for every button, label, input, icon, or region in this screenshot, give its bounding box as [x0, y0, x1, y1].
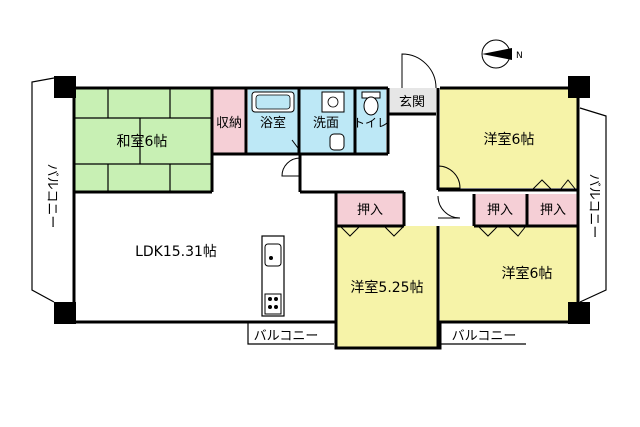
room-labels: 和室6帖 収納 浴室 洗面 トイレ 玄関 洋室6帖 押入 押入 押入 LDK15… [117, 95, 566, 296]
burner-icon [268, 297, 272, 301]
room-label-senmen: 洗面 [313, 116, 339, 131]
door-hall-ldk [281, 157, 301, 177]
bath-door [291, 139, 299, 149]
burner-icon [274, 297, 278, 301]
oshiire-right-1-fill [474, 194, 526, 226]
shuno-fill [212, 88, 246, 154]
room-label-toire: トイレ [353, 116, 389, 130]
bathtub-inner-icon [255, 94, 291, 110]
oshiire-center-fill [336, 194, 404, 226]
outer-wall [72, 86, 580, 350]
sink-icon [329, 133, 345, 151]
closet-door-upper [531, 179, 577, 191]
fixtures [251, 91, 381, 317]
tatami-lines [74, 88, 212, 192]
genkan-fill [388, 88, 436, 114]
door-center-room [437, 195, 461, 219]
column [54, 302, 76, 324]
kitchen-drain-icon [269, 256, 273, 260]
washer-drum-icon [327, 96, 339, 108]
balcony-bottom-center-outline [247, 322, 334, 345]
room-label-yoshitsu-se: 洋室6帖 [502, 265, 553, 282]
column [568, 76, 590, 98]
balcony-labels: バルコニー バルコニー バルコニー バルコニー [44, 164, 601, 344]
balcony-label-bottom-right: バルコニー [452, 329, 517, 344]
walls [72, 86, 580, 350]
yoshitsu-se-fill [440, 226, 578, 322]
burner-icon [274, 305, 278, 309]
room-label-oshiire-right-2: 押入 [540, 203, 566, 218]
yoshitsu-center-fill [336, 226, 438, 348]
doors [281, 53, 577, 237]
oshiire-right-2-fill [528, 194, 578, 226]
stove-icon [264, 293, 282, 315]
room-label-yoshitsu-ne: 洋室6帖 [484, 131, 535, 148]
door-ne-room [437, 165, 461, 189]
balcony-left-outline [31, 77, 55, 303]
room-label-yokushitsu: 浴室 [260, 115, 286, 131]
column [568, 302, 590, 324]
compass: N [481, 39, 523, 69]
washitsu-fill [74, 88, 212, 192]
compass-north-label: N [516, 51, 523, 61]
yoshitsu-ne-fill [440, 88, 578, 188]
column [54, 76, 76, 98]
room-label-ldk: LDK15.31帖 [135, 244, 217, 260]
washer-icon [321, 91, 345, 113]
balcony-right-outline [579, 107, 607, 303]
toilet-bowl-icon [363, 96, 379, 116]
room-label-genkan: 玄関 [399, 95, 425, 110]
room-label-yoshitsu-center: 洋室5.25帖 [350, 279, 423, 296]
balcony-label-bottom-center: バルコニー [254, 329, 319, 344]
room-label-oshiire-right-1: 押入 [487, 203, 513, 218]
entrance-door [401, 53, 437, 89]
room-label-shuno: 収納 [216, 116, 242, 131]
columns [54, 76, 590, 324]
closet-door [477, 225, 527, 237]
closet-door [339, 225, 405, 237]
balcony-label-right: バルコニー [586, 174, 601, 239]
room-label-washitsu: 和室6帖 [117, 133, 168, 150]
room-fills [74, 88, 578, 348]
burner-icon [268, 305, 272, 309]
compass-needle-icon [482, 48, 512, 60]
room-label-oshiire-center: 押入 [357, 203, 383, 218]
kitchen-sink-icon [264, 243, 282, 267]
balcony-label-left: バルコニー [44, 164, 59, 229]
